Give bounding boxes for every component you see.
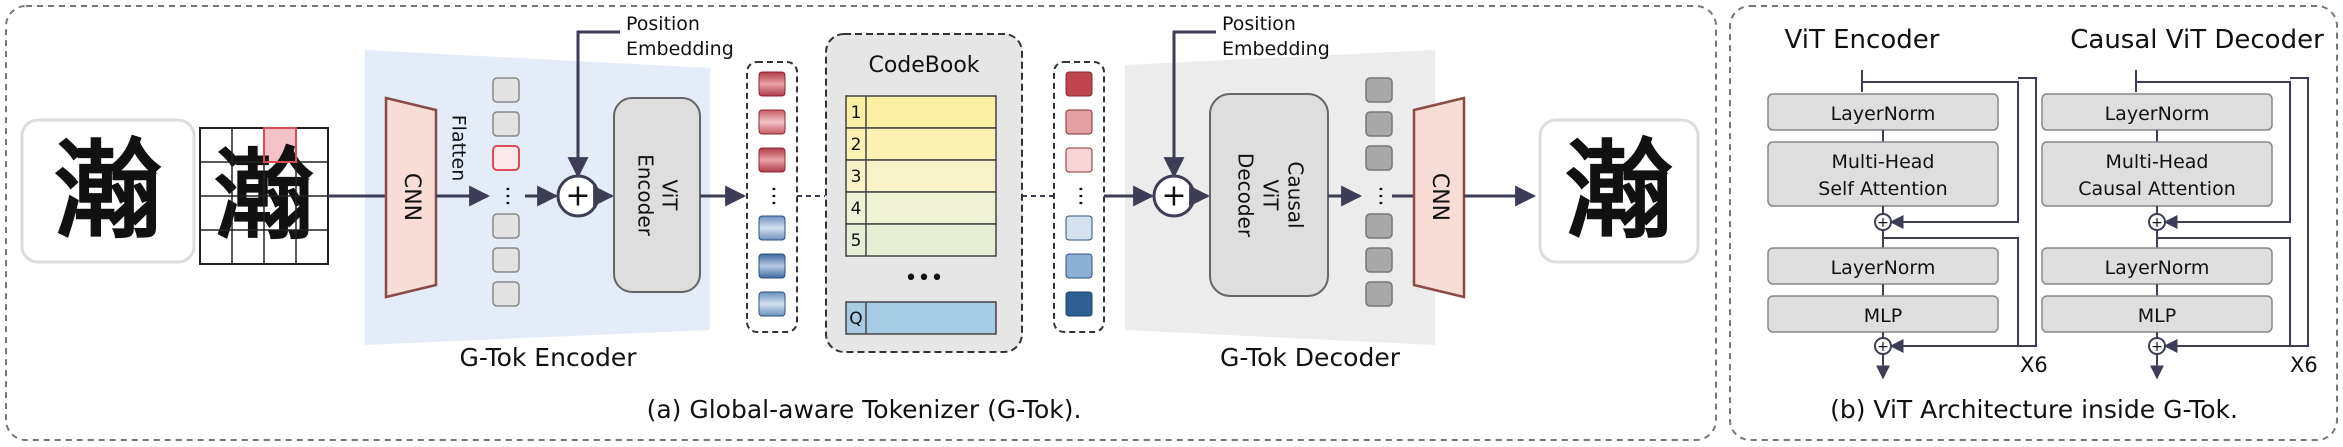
flatten-label: Flatten xyxy=(448,115,470,181)
decoder-cnn-label: CNN xyxy=(1427,173,1452,221)
encoder-position-label-2: Embedding xyxy=(626,38,734,60)
right-attention-1: Multi-Head xyxy=(2106,151,2209,173)
left-attention-1: Multi-Head xyxy=(1832,151,1935,173)
left-title: ViT Encoder xyxy=(1785,25,1940,55)
decoder-group-label: G-Tok Decoder xyxy=(1220,343,1401,372)
codebook-table: 1 2 3 4 5 ••• Q xyxy=(845,95,997,335)
codebook-row-1: 1 xyxy=(851,103,862,123)
right-repeat: X6 xyxy=(2290,353,2318,377)
vit-encoder-line-1: ViT xyxy=(658,179,682,211)
right-mlp: MLP xyxy=(2138,305,2176,327)
vit-decoder-line-3: Decoder xyxy=(1234,153,1258,238)
left-plus-2: + xyxy=(1877,339,1889,355)
codebook-row-q: Q xyxy=(849,309,862,329)
decoder-position-label-2: Embedding xyxy=(1222,38,1330,60)
encoded-tokens: ··· xyxy=(758,71,786,317)
right-plus-1: + xyxy=(2151,215,2163,231)
codebook-row-4: 4 xyxy=(851,199,862,219)
encoded-ellipsis: ··· xyxy=(760,186,785,207)
quantized-ellipsis: ··· xyxy=(1067,186,1092,207)
panel-b-caption: (b) ViT Architecture inside G-Tok. xyxy=(1830,395,2238,424)
patch-ellipsis: ··· xyxy=(494,186,519,207)
right-layernorm-2: LayerNorm xyxy=(2105,257,2210,279)
codebook-title: CodeBook xyxy=(868,53,979,78)
panel-b-frame xyxy=(1729,5,2338,441)
codebook-row-2: 2 xyxy=(851,135,862,155)
vit-decoder-line-1: Causal xyxy=(1284,161,1308,228)
encoder-cnn-label: CNN xyxy=(399,173,424,221)
encoder-cnn xyxy=(384,96,438,299)
decoder-cnn xyxy=(1412,96,1466,299)
codebook-row-3: 3 xyxy=(851,167,862,187)
encoder-group-label: G-Tok Encoder xyxy=(459,343,637,372)
left-layernorm-1: LayerNorm xyxy=(1831,103,1936,125)
panel-a-frame xyxy=(5,5,1717,441)
vit-decoder-line-2: ViT xyxy=(1259,179,1283,211)
decoder-plus: + xyxy=(1161,179,1186,214)
vit-encoder-stack: ViT Encoder LayerNorm Multi-Head Self At… xyxy=(1767,25,2048,380)
quantized-tokens: ··· xyxy=(1065,71,1093,317)
left-mlp: MLP xyxy=(1864,305,1902,327)
right-title: Causal ViT Decoder xyxy=(2070,25,2324,55)
vit-decoder-stack: Causal ViT Decoder LayerNorm Multi-Head … xyxy=(2041,25,2324,380)
panel-a-caption: (a) Global-aware Tokenizer (G-Tok). xyxy=(647,395,1082,424)
vit-encoder-line-2: Encoder xyxy=(634,154,658,237)
output-glyph: 瀚 xyxy=(1565,128,1673,254)
encoder-position-label-1: Position xyxy=(626,13,700,35)
right-attention-2: Causal Attention xyxy=(2078,178,2236,200)
decoder-token-column: ··· xyxy=(1365,77,1393,307)
decoder-ellipsis: ··· xyxy=(1367,186,1392,207)
right-layernorm-1: LayerNorm xyxy=(2105,103,2210,125)
left-plus-1: + xyxy=(1877,215,1889,231)
left-repeat: X6 xyxy=(2020,353,2048,377)
patch-grid: 瀚 xyxy=(199,127,329,265)
left-layernorm-2: LayerNorm xyxy=(1831,257,1936,279)
input-glyph-card xyxy=(20,118,196,264)
input-glyph: 瀚 xyxy=(54,128,162,254)
decoder-position-label-1: Position xyxy=(1222,13,1296,35)
left-attention-2: Self Attention xyxy=(1818,178,1947,200)
codebook-row-5: 5 xyxy=(851,231,862,251)
encoder-plus: + xyxy=(565,179,590,214)
right-plus-2: + xyxy=(2151,339,2163,355)
codebook-ellipsis: ••• xyxy=(905,266,944,291)
patch-token-column: ··· xyxy=(492,77,520,307)
output-glyph-card xyxy=(1538,118,1700,264)
